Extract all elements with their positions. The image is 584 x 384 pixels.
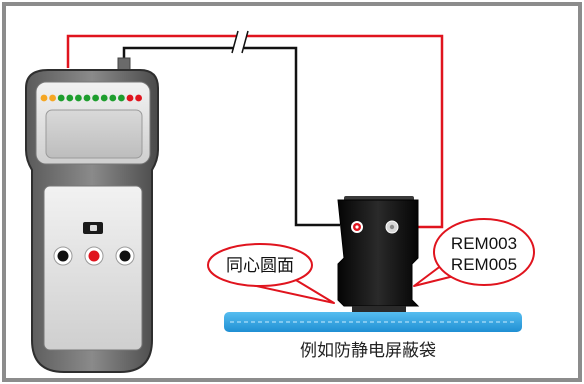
test-jack-icon[interactable] bbox=[115, 246, 135, 266]
resistance-meter bbox=[25, 69, 159, 373]
model-number-2: REM005 bbox=[451, 255, 517, 274]
red-wire bbox=[66, 34, 444, 229]
led-indicator bbox=[75, 94, 82, 102]
meter-connector bbox=[117, 57, 131, 71]
bag-caption: 例如防静电屏蔽袋 bbox=[300, 341, 436, 361]
led-indicator bbox=[109, 94, 117, 102]
led-indicator bbox=[40, 94, 48, 102]
probe-white-jack-icon bbox=[385, 220, 399, 234]
probe-red-jack-icon bbox=[351, 221, 363, 233]
led-indicator bbox=[83, 94, 91, 102]
led-indicator-row bbox=[40, 94, 143, 102]
wire-break-mark bbox=[231, 30, 249, 54]
probe-label: 同心圆面 bbox=[226, 256, 294, 276]
test-jack-icon[interactable] bbox=[53, 246, 73, 266]
model-number-1: REM003 bbox=[451, 234, 517, 253]
led-indicator bbox=[92, 94, 99, 102]
meter-screen bbox=[45, 109, 143, 159]
led-indicator bbox=[118, 94, 125, 102]
led-indicator bbox=[100, 94, 108, 102]
callout-concentric-surface: 同心圆面 bbox=[207, 243, 335, 304]
led-indicator bbox=[126, 94, 134, 102]
led-indicator bbox=[49, 94, 56, 102]
led-indicator bbox=[66, 94, 74, 102]
test-jacks bbox=[53, 246, 135, 266]
concentric-probe bbox=[337, 196, 420, 312]
shielding-bag bbox=[224, 312, 522, 332]
led-indicator bbox=[57, 94, 65, 102]
led-indicator bbox=[135, 94, 143, 102]
test-jack-icon[interactable] bbox=[84, 246, 104, 266]
callout-model-numbers: REM003 REM005 bbox=[413, 218, 535, 287]
